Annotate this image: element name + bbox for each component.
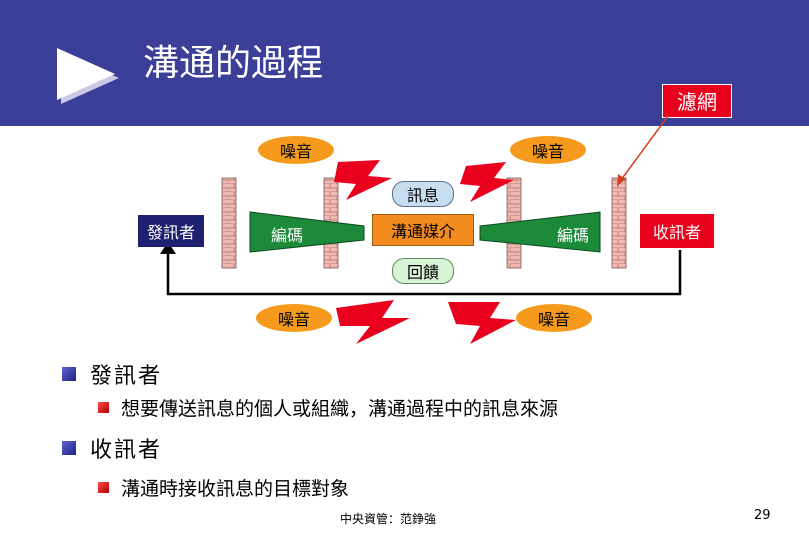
bullet-detail: 想要傳送訊息的個人或組織，溝通過程中的訊息來源 [121,398,559,420]
noise-bottom-right: 噪音 [516,304,592,332]
bullet-square-icon [62,367,76,381]
noise-top-left: 噪音 [258,136,334,164]
feedback-box: 回饋 [392,258,454,284]
channel-box: 溝通媒介 [372,214,474,246]
bullet-detail: 溝通時接收訊息的目標對象 [121,478,350,500]
feedback-line [166,250,682,296]
filter-pointer [620,115,669,181]
noise-top-right: 噪音 [510,136,586,164]
noise-bottom-left: 噪音 [256,304,332,332]
decoder-label: 編碼 [556,226,589,245]
bullet-square-icon [62,441,76,455]
wall-1 [221,177,237,269]
bullet-receiver: 收訊者 [62,432,162,464]
lightning-top-right [460,162,514,202]
footer-author: 中央資管：范錚強 [340,512,437,526]
decoder-shape [479,211,601,253]
bullet-heading: 收訊者 [90,438,163,463]
encoder-shape [249,211,365,253]
slide-title: 溝通的過程 [143,43,324,84]
filter-label: 濾網 [662,84,732,118]
play-arrow-icon [57,48,119,104]
bullet-receiver-detail: 溝通時接收訊息的目標對象 [98,474,349,501]
lightning-bottom-right [448,302,516,344]
feedback-arrowhead [160,242,176,254]
sub-bullet-icon [98,402,109,413]
bullet-sender: 發訊者 [62,358,162,390]
sender-box: 發訊者 [138,215,204,247]
wall-4 [611,177,627,269]
bullet-heading: 發訊者 [90,364,163,389]
sub-bullet-icon [98,482,109,493]
lightning-top-left [334,160,392,200]
page-number: 29 [754,508,771,523]
lightning-bottom-left [336,300,410,344]
receiver-box: 收訊者 [640,214,714,248]
bullet-sender-detail: 想要傳送訊息的個人或組織，溝通過程中的訊息來源 [98,394,558,421]
encoder-label: 編碼 [270,226,303,245]
message-box: 訊息 [392,181,454,207]
